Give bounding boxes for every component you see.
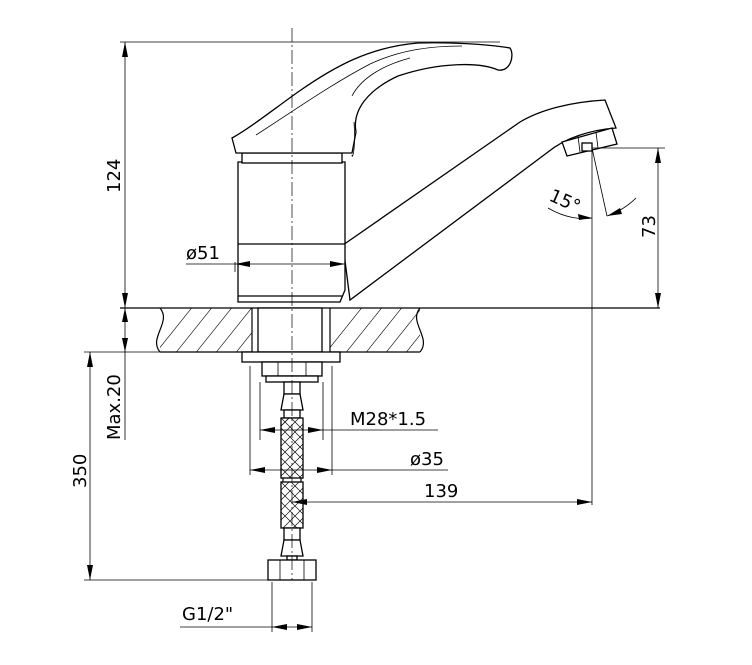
dim-base-diameter-label: ø35 (410, 449, 444, 470)
dim-thread-label: M28*1.5 (350, 409, 426, 430)
dim-total-height: 124 (104, 42, 128, 308)
lever-handle (231, 42, 513, 157)
dim-thread: M28*1.5 (260, 409, 438, 433)
dim-spout-angle: 15° (546, 147, 637, 220)
dim-hose-length-label: 350 (70, 454, 91, 488)
extension-lines (84, 41, 665, 632)
dim-body-diameter-label: ø51 (186, 243, 220, 264)
dim-spout-angle-label: 15° (546, 185, 584, 217)
dim-max-thickness-label: Max.20 (104, 374, 125, 440)
dim-body-diameter: ø51 (186, 243, 345, 267)
dim-max-thickness: Max.20 (104, 308, 128, 440)
aerator (561, 127, 618, 157)
faucet-body (237, 152, 346, 303)
dim-spout-height: 73 (639, 148, 661, 308)
dim-spout-reach: 139 (292, 481, 592, 505)
dim-hose-length: 350 (70, 352, 93, 580)
dim-spout-height-label: 73 (639, 215, 660, 238)
spout (342, 99, 617, 302)
dim-connection: G1/2" (180, 604, 312, 630)
dim-total-height-label: 124 (104, 159, 125, 193)
mounting-fittings (241, 307, 341, 419)
dim-spout-reach-label: 139 (424, 481, 458, 502)
dim-connection-label: G1/2" (182, 604, 233, 625)
dim-base-diameter: ø35 (250, 449, 448, 473)
countertop-section (120, 307, 660, 353)
